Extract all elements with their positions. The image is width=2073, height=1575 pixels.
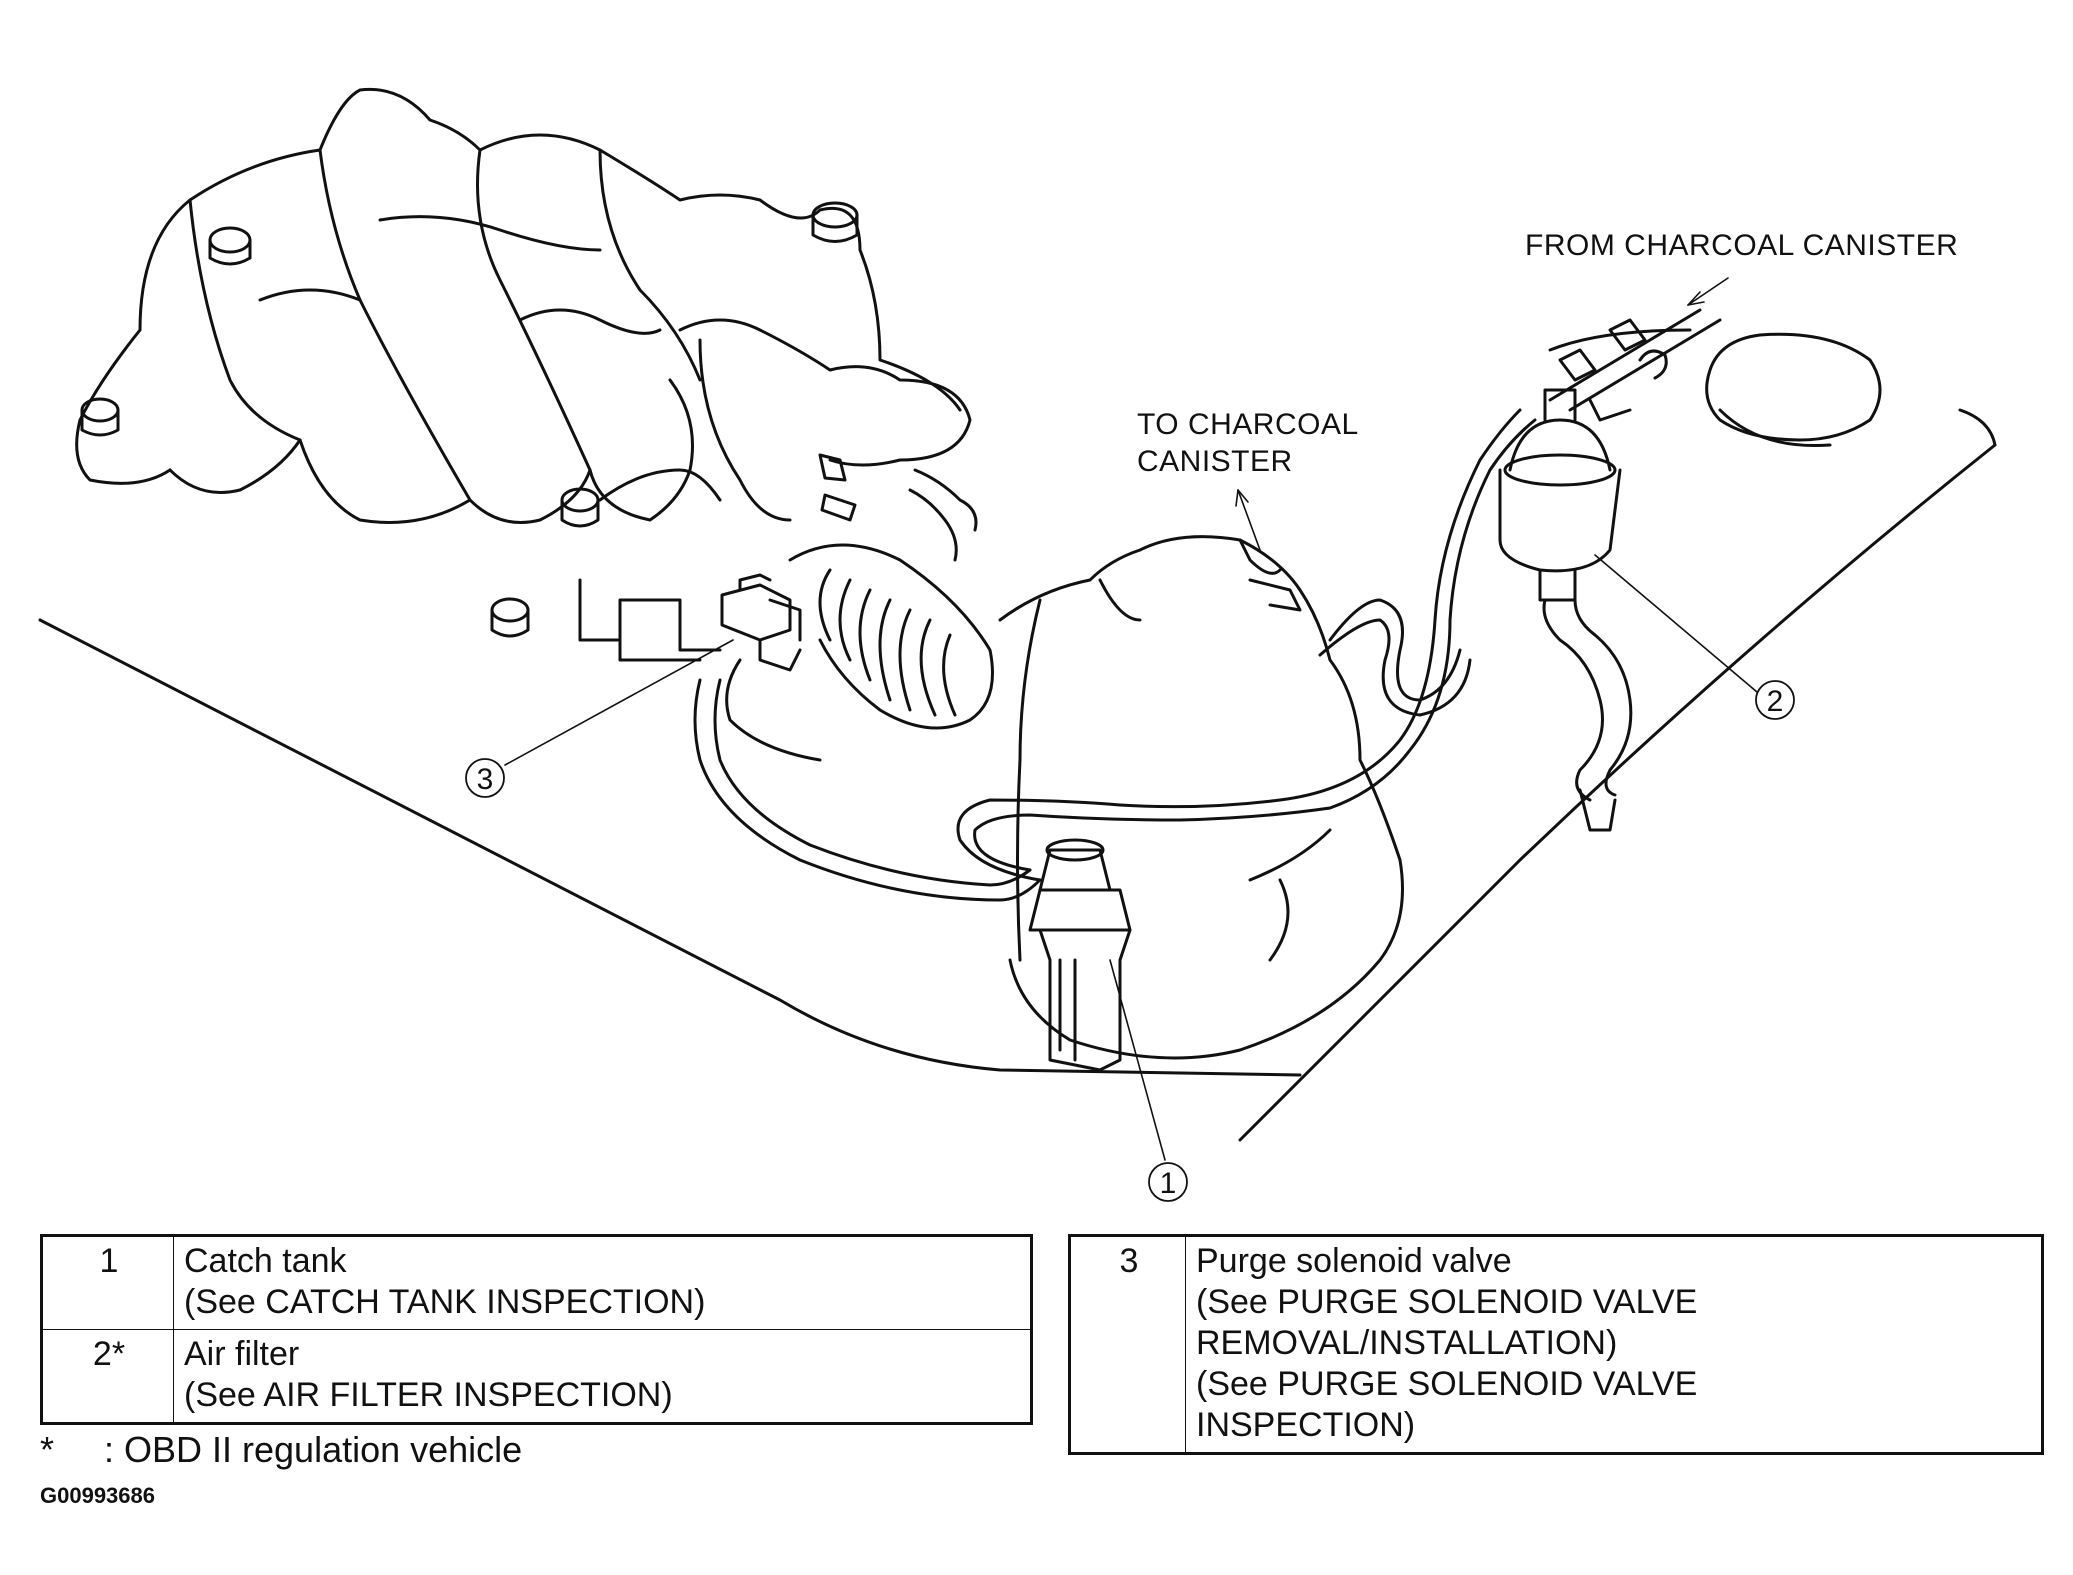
legend-number: 3 bbox=[1069, 1235, 1186, 1454]
legend-item-reference: INSPECTION) bbox=[1196, 1406, 1416, 1444]
legend-item-reference: (See AIR FILTER INSPECTION) bbox=[184, 1376, 673, 1414]
label-to-charcoal-canister-line2: CANISTER bbox=[1137, 445, 1293, 478]
figure-code: G00993686 bbox=[40, 1483, 155, 1508]
engine-diagram: 1 2 3 bbox=[38, 87, 1997, 1202]
legend-row: 1 Catch tank (See CATCH TANK INSPECTION) bbox=[41, 1235, 1032, 1330]
hose-connectors bbox=[818, 453, 978, 562]
legend-item-reference: (See PURGE SOLENOID VALVE bbox=[1196, 1365, 1698, 1403]
legend-table-left: 1 Catch tank (See CATCH TANK INSPECTION)… bbox=[40, 1234, 1033, 1425]
label-from-charcoal-canister: FROM CHARCOAL CANISTER bbox=[1525, 229, 1959, 262]
canister-pipe bbox=[1548, 308, 1722, 422]
callout-num-1: 1 bbox=[1160, 1167, 1177, 1200]
legend-item-reference: (See CATCH TANK INSPECTION) bbox=[184, 1283, 706, 1321]
legend-row: 3 Purge solenoid valve (See PURGE SOLENO… bbox=[1069, 1235, 2043, 1454]
leader-line-1 bbox=[1109, 959, 1166, 1161]
legend-table-right: 3 Purge solenoid valve (See PURGE SOLENO… bbox=[1068, 1234, 2044, 1455]
throttle-body bbox=[578, 318, 994, 730]
purge-solenoid-valve bbox=[720, 573, 802, 672]
legend-description: Catch tank (See CATCH TANK INSPECTION) bbox=[173, 1235, 1032, 1330]
body-outline bbox=[38, 408, 1997, 1142]
callout-3: 3 bbox=[465, 758, 505, 798]
arrow-to-canister bbox=[1237, 489, 1261, 551]
legend-number: 1 bbox=[41, 1235, 174, 1330]
legend-item-name: Purge solenoid valve bbox=[1196, 1242, 1512, 1280]
legend-description: Air filter (See AIR FILTER INSPECTION) bbox=[173, 1329, 1032, 1424]
callout-num-2: 2 bbox=[1767, 685, 1784, 718]
leader-lines bbox=[504, 554, 1758, 1161]
footnote-mark: * bbox=[40, 1429, 55, 1470]
footnote-text: : OBD II regulation vehicle bbox=[104, 1429, 523, 1470]
legend-item-reference: (See PURGE SOLENOID VALVE bbox=[1196, 1283, 1698, 1321]
arrow-from-canister bbox=[1687, 277, 1729, 306]
leader-line-2 bbox=[1594, 554, 1758, 693]
legend-row: 2* Air filter (See AIR FILTER INSPECTION… bbox=[41, 1329, 1032, 1424]
callout-2: 2 bbox=[1755, 680, 1795, 720]
catch-tank bbox=[1028, 838, 1132, 1072]
air-cleaner-housing bbox=[998, 535, 1404, 1060]
label-to-charcoal-canister-line1: TO CHARCOAL bbox=[1137, 408, 1359, 441]
strut-dome bbox=[1548, 328, 1882, 448]
intake-manifold bbox=[75, 87, 962, 638]
legend-item-name: Air filter bbox=[184, 1335, 300, 1373]
legend-description: Purge solenoid valve (See PURGE SOLENOID… bbox=[1185, 1235, 2043, 1454]
legend-item-reference: REMOVAL/INSTALLATION) bbox=[1196, 1324, 1618, 1362]
legend-item-name: Catch tank bbox=[184, 1242, 347, 1280]
legend-number: 2* bbox=[41, 1329, 174, 1424]
callout-1: 1 bbox=[1148, 1162, 1188, 1202]
flow-arrows bbox=[1235, 277, 1729, 551]
leader-line-3 bbox=[504, 639, 734, 766]
air-filter bbox=[1498, 388, 1633, 832]
vacuum-hoses bbox=[693, 408, 1537, 902]
footnote: * : OBD II regulation vehicle bbox=[40, 1428, 522, 1472]
callout-num-3: 3 bbox=[477, 763, 494, 796]
